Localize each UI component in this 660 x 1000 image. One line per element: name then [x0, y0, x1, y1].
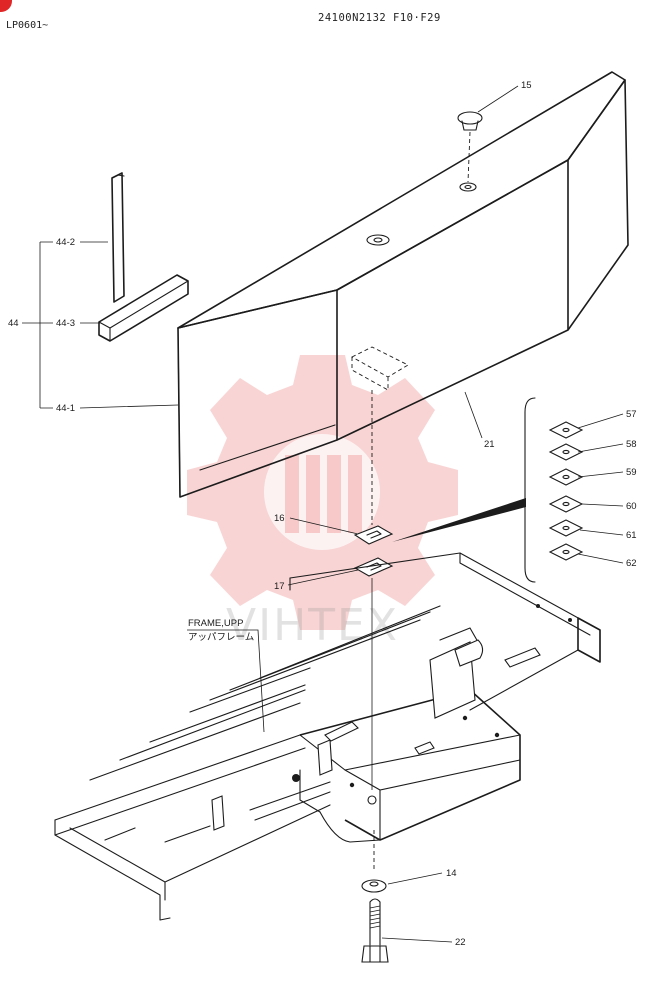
- watermark-text: VIHTEX: [226, 600, 399, 651]
- shim-58: [548, 443, 584, 461]
- callout-16: 16: [274, 513, 285, 524]
- shim-60: [548, 495, 584, 513]
- leader-lines: [22, 85, 624, 943]
- callout-61: 61: [626, 530, 637, 541]
- callout-62: 62: [626, 558, 637, 569]
- callout-44-3: 44-3: [56, 318, 75, 329]
- callout-14: 14: [446, 868, 457, 879]
- bolt-22: [361, 898, 389, 963]
- frame-label-jp: アッパフレーム: [188, 632, 254, 643]
- shim-57: [548, 421, 584, 439]
- callout-17: 17: [274, 581, 285, 592]
- callout-59: 59: [626, 467, 637, 478]
- knob-15: [457, 111, 483, 183]
- upper-frame: [54, 552, 601, 921]
- gear-logo-icon: [187, 355, 458, 630]
- page-code: LP0601~: [6, 20, 49, 31]
- weight-bar-44-2: [111, 172, 125, 303]
- callout-21: 21: [484, 439, 495, 450]
- shim-61: [548, 519, 584, 537]
- shim-16: [353, 525, 394, 545]
- washer-14: [361, 879, 387, 893]
- callout-57: 57: [626, 409, 637, 420]
- counterweight: [177, 71, 629, 498]
- shim-stack-bracket: [524, 397, 536, 583]
- frame-label-en: FRAME,UPP: [188, 618, 243, 629]
- page-title: 24100N2132 F10·F29: [318, 12, 441, 24]
- callout-58: 58: [626, 439, 637, 450]
- callout-44-1: 44-1: [56, 403, 75, 414]
- weight-bar-44-3: [98, 274, 189, 342]
- callout-44: 44: [8, 318, 19, 329]
- callout-15: 15: [521, 80, 532, 91]
- callout-60: 60: [626, 501, 637, 512]
- shim-62: [548, 543, 584, 561]
- shim-59: [548, 468, 584, 486]
- callout-22: 22: [455, 937, 466, 948]
- callout-44-2: 44-2: [56, 237, 75, 248]
